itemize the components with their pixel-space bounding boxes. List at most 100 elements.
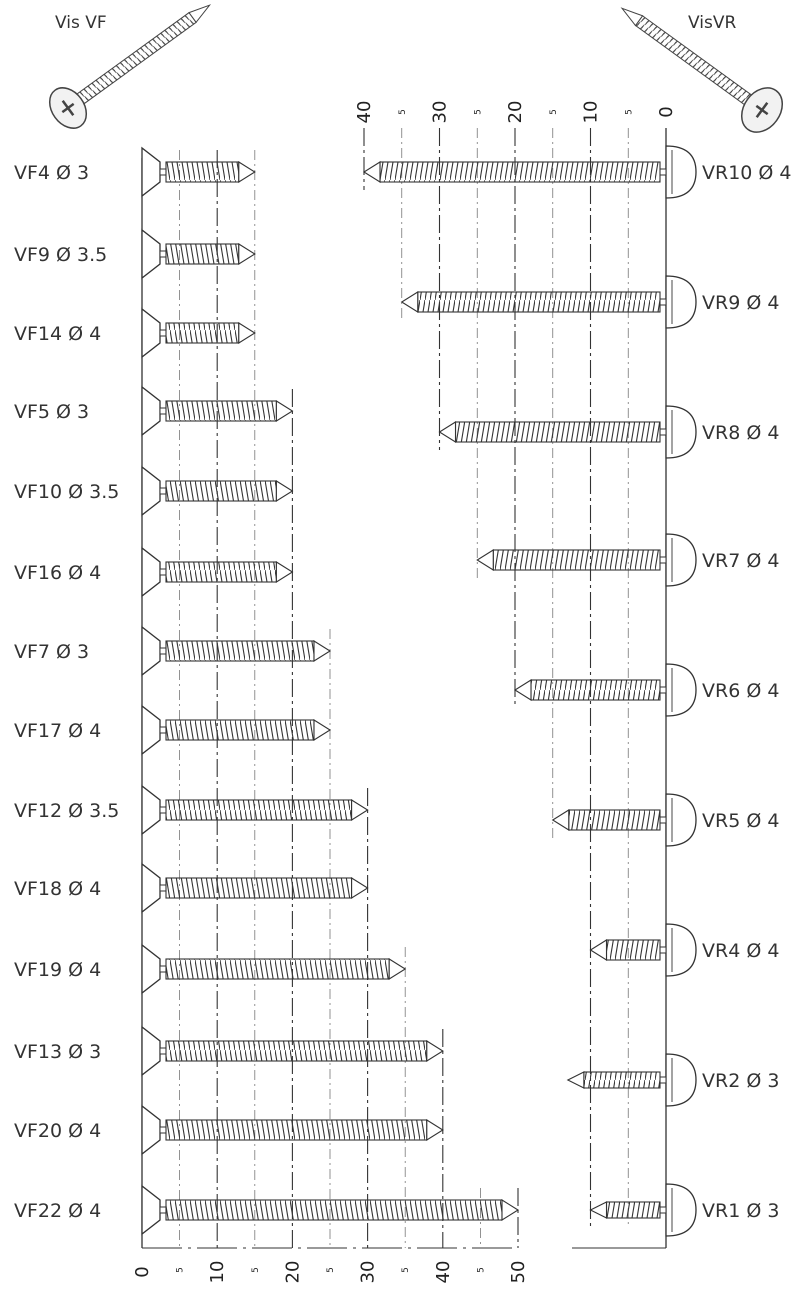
right-screw: VR8 Ø 4 xyxy=(438,405,779,459)
screw-thread xyxy=(583,1071,661,1089)
left-scale-label: 50 xyxy=(508,1261,529,1284)
screw-tip xyxy=(438,421,457,443)
pan-head-shape xyxy=(665,145,697,199)
flat-head-shape xyxy=(141,307,161,359)
screw-tip xyxy=(238,322,256,344)
screw-shank xyxy=(659,686,667,694)
right-screw: VR4 Ø 4 xyxy=(589,923,779,977)
screw-thread xyxy=(165,322,240,344)
screw-shank xyxy=(159,647,167,655)
left-screw: VF5 Ø 3 xyxy=(14,385,294,437)
screw-thread xyxy=(605,1201,661,1219)
right-scale-minor-label: 5 xyxy=(624,109,634,115)
left-scale-label: 30 xyxy=(358,1261,379,1284)
screw-thread xyxy=(165,1199,503,1221)
screw-shank xyxy=(159,329,167,337)
screw-thread xyxy=(165,161,240,183)
right-scale-minor-label: 5 xyxy=(473,109,483,115)
screw-shank xyxy=(159,568,167,576)
screw-tip xyxy=(426,1040,444,1062)
screw-thread xyxy=(165,640,315,662)
screw-shank xyxy=(159,726,167,734)
left-screw: VF16 Ø 4 xyxy=(14,546,294,598)
screw-tip xyxy=(589,939,608,961)
left-screw: VF10 Ø 3.5 xyxy=(14,465,294,517)
right-screw-label: VR6 Ø 4 xyxy=(702,680,779,702)
right-scale-label: 40 xyxy=(354,101,375,124)
right-screw: VR9 Ø 4 xyxy=(400,275,779,329)
screw-tip xyxy=(501,1199,520,1221)
flat-head-shape xyxy=(141,704,161,756)
pan-head-screw-icon xyxy=(620,7,784,133)
flat-head-shape xyxy=(141,943,161,995)
screw-shank xyxy=(159,168,167,176)
right-scale-minor-label: 5 xyxy=(398,109,408,115)
left-scale-minor-label: 5 xyxy=(251,1267,261,1273)
pan-head-shape xyxy=(665,533,697,587)
right-screw: VR7 Ø 4 xyxy=(476,533,779,587)
pan-head-shape xyxy=(665,1183,697,1237)
right-screw: VR5 Ø 4 xyxy=(551,793,779,847)
right-header: VisVR xyxy=(688,13,736,33)
right-screw: VR10 Ø 4 xyxy=(362,145,792,199)
right-screw-label: VR9 Ø 4 xyxy=(702,292,779,314)
left-screw-label: VF17 Ø 4 xyxy=(14,720,101,742)
screw-thread xyxy=(165,480,277,502)
screw-tip xyxy=(566,1071,585,1089)
right-screw-label: VR4 Ø 4 xyxy=(702,940,779,962)
screw-thread xyxy=(454,421,661,443)
flat-head-shape xyxy=(141,465,161,517)
left-scale-minor-label: 5 xyxy=(476,1267,486,1273)
flat-head-shape xyxy=(141,546,161,598)
screw-thread xyxy=(530,679,661,701)
screw-thread xyxy=(492,549,661,571)
pan-head-shape xyxy=(665,663,697,717)
right-scale-label: 20 xyxy=(505,101,526,124)
flat-head-shape xyxy=(141,862,161,914)
screw-shank xyxy=(659,946,667,954)
screw-shank xyxy=(659,1076,667,1084)
flat-head-shape xyxy=(141,625,161,677)
screw-thread xyxy=(379,161,661,183)
pan-head-shape xyxy=(665,923,697,977)
left-screw-label: VF20 Ø 4 xyxy=(14,1120,101,1142)
flat-head-shape xyxy=(141,1025,161,1077)
left-header: Vis VF xyxy=(55,13,107,33)
screw-tip xyxy=(362,161,381,183)
screw-shank xyxy=(159,1126,167,1134)
right-scale-label: 10 xyxy=(581,101,602,124)
screw-tip xyxy=(275,561,294,583)
left-screw: VF9 Ø 3.5 xyxy=(14,228,256,280)
left-screw: VF18 Ø 4 xyxy=(14,862,369,914)
right-screw: VR1 Ø 3 xyxy=(589,1183,779,1237)
screw-tip xyxy=(313,719,332,741)
screw-shank xyxy=(659,428,667,436)
flat-head-screw-icon xyxy=(48,4,212,129)
left-screw-label: VF12 Ø 3.5 xyxy=(14,800,119,822)
screw-tip xyxy=(551,809,570,831)
screw-shank xyxy=(159,1206,167,1214)
right-screw: VR6 Ø 4 xyxy=(513,663,779,717)
screw-tip xyxy=(238,243,256,265)
right-screw-label: VR2 Ø 3 xyxy=(702,1070,779,1092)
flat-head-shape xyxy=(141,784,161,836)
left-screw: VF19 Ø 4 xyxy=(14,943,407,995)
screw-tip xyxy=(275,480,294,502)
left-screw-label: VF16 Ø 4 xyxy=(14,562,101,584)
screw-thread xyxy=(165,799,353,821)
pan-head-shape xyxy=(665,793,697,847)
screw-tip xyxy=(513,679,532,701)
screw-shank xyxy=(659,1206,667,1214)
right-screw: VR2 Ø 3 xyxy=(566,1053,779,1107)
screw-shank xyxy=(659,298,667,306)
left-scale-label: 20 xyxy=(282,1261,303,1284)
right-scale-minor-label: 5 xyxy=(549,109,559,115)
left-screw-label: VF7 Ø 3 xyxy=(14,641,89,663)
left-screw-label: VF4 Ø 3 xyxy=(14,162,89,184)
screw-shank xyxy=(159,250,167,258)
screw-shank xyxy=(159,487,167,495)
left-screw: VF14 Ø 4 xyxy=(14,307,256,359)
